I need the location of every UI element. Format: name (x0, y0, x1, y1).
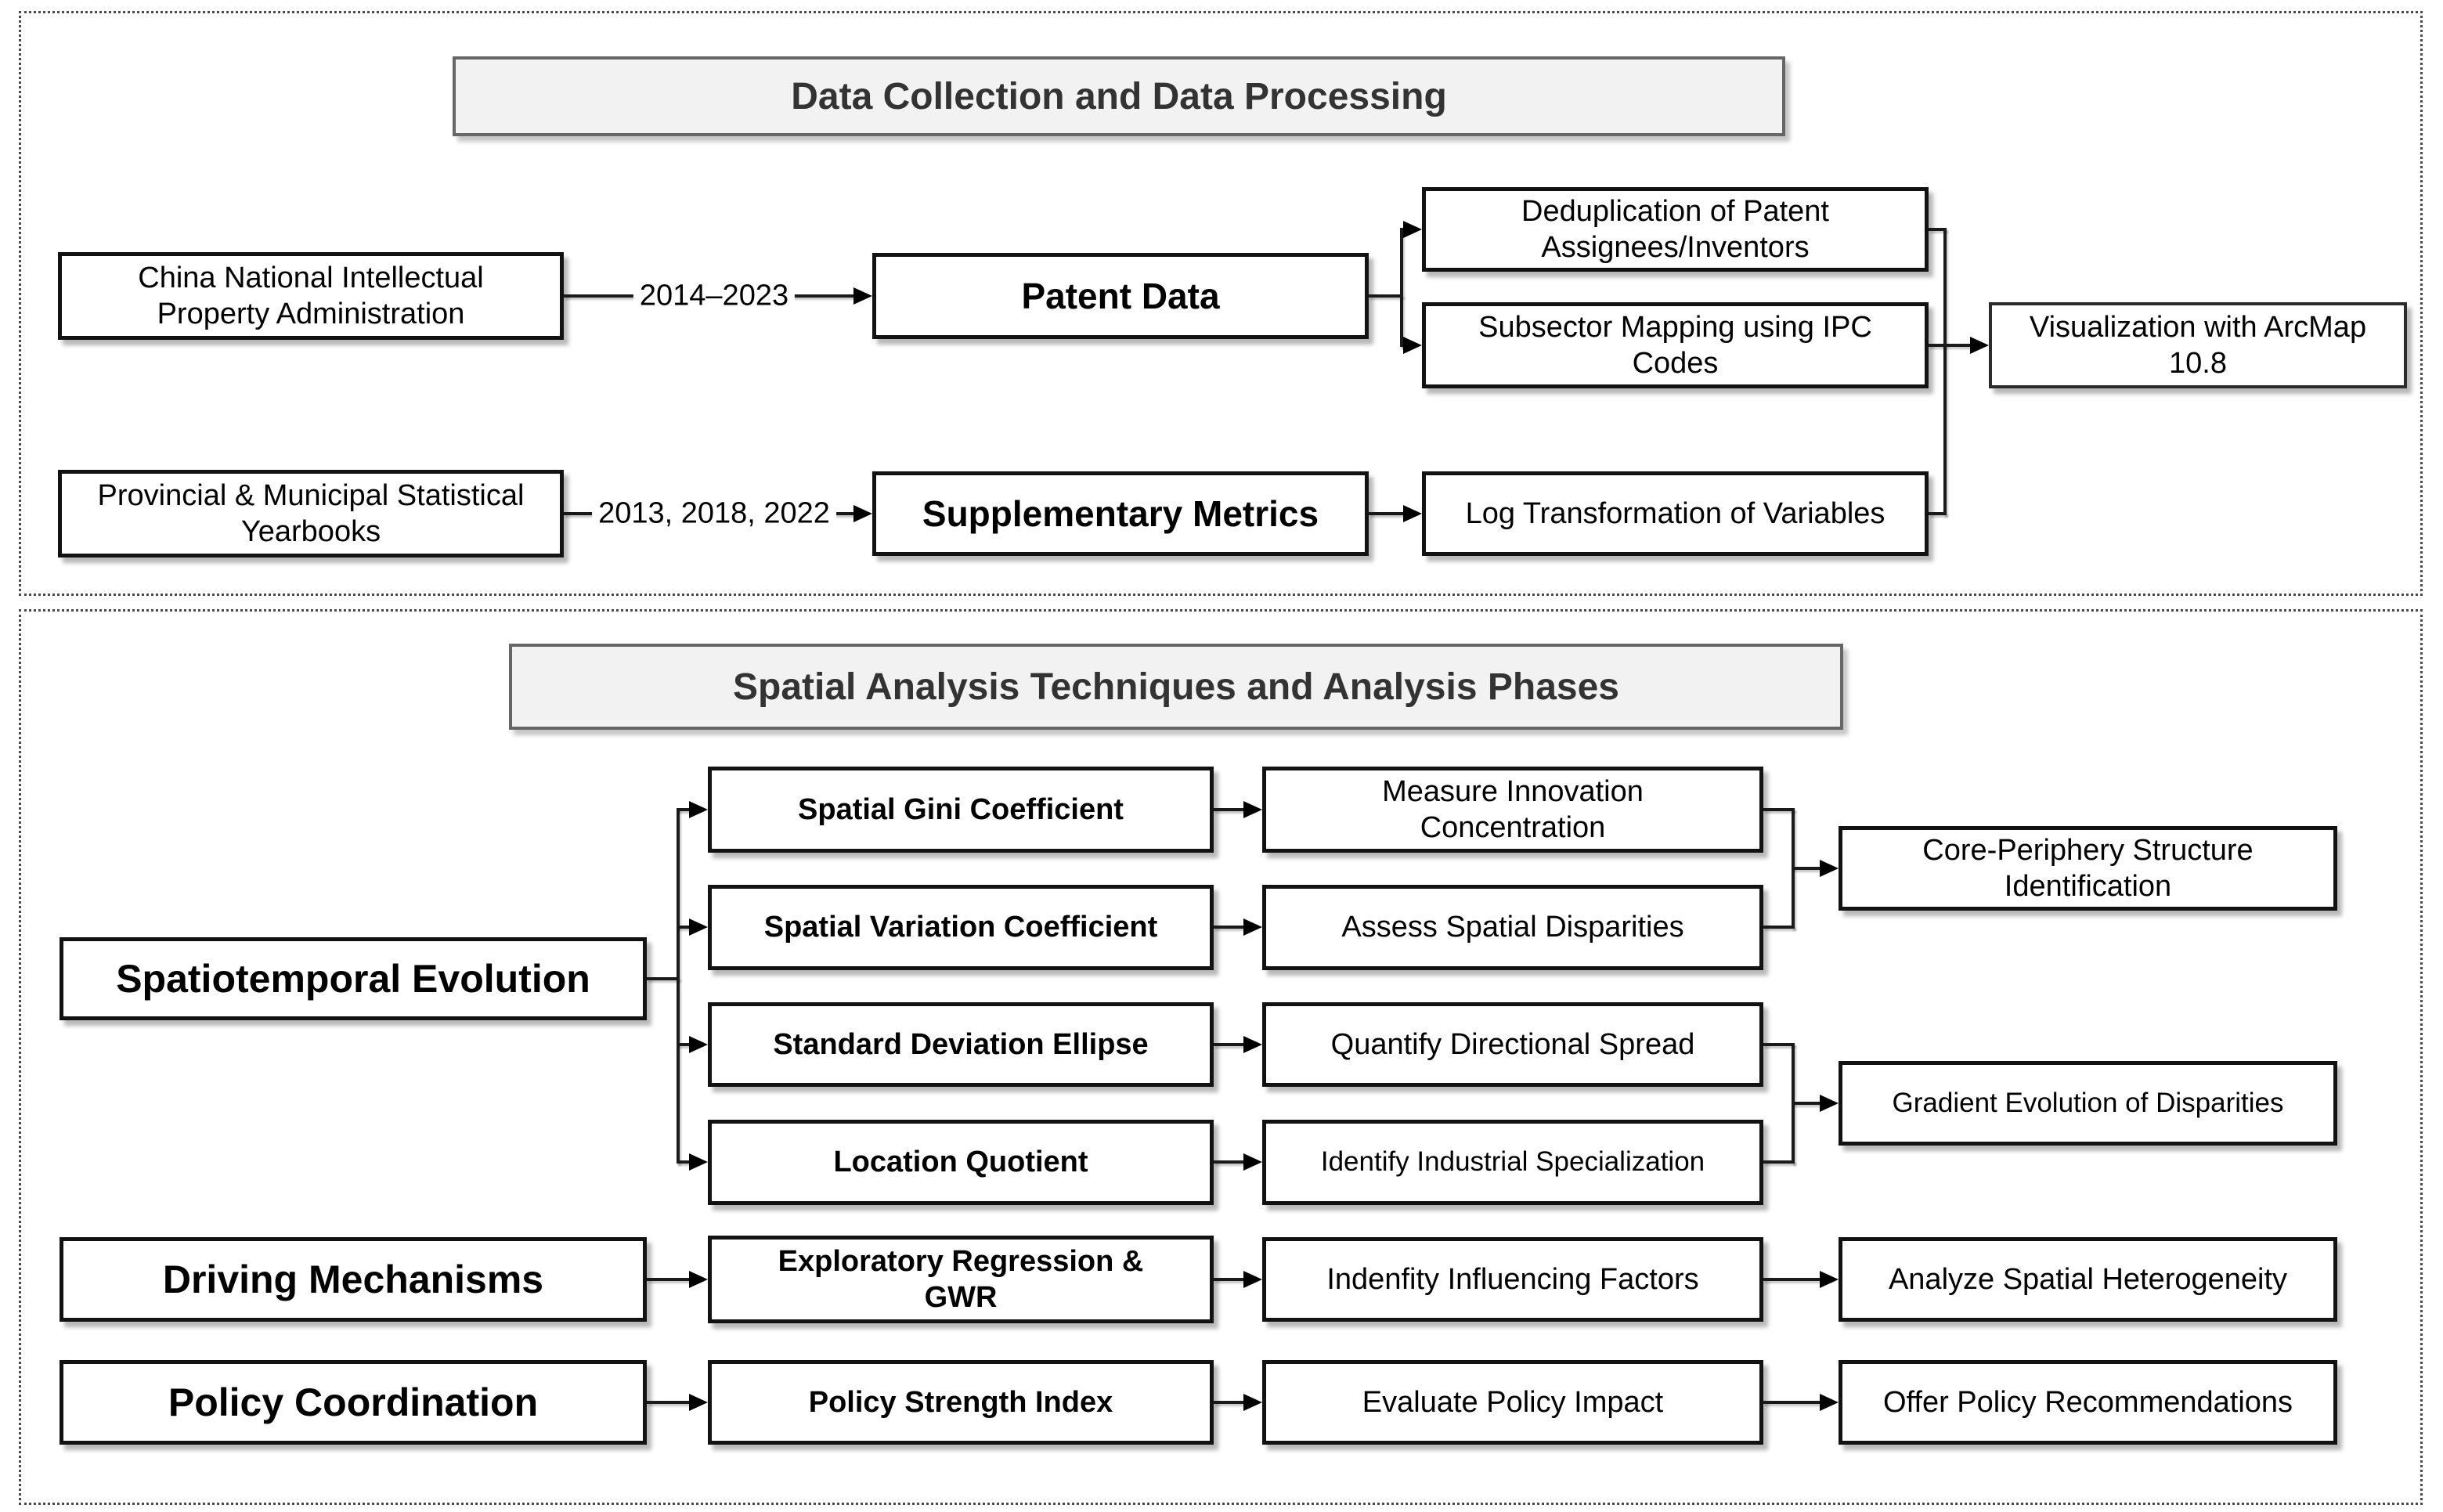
edge-regression-indenfity (1214, 1278, 1245, 1281)
edge-driving-regression (647, 1278, 691, 1281)
arrowhead (1243, 918, 1262, 936)
node-assess-disparities: Assess Spatial Disparities (1262, 885, 1763, 970)
edge-spatevol-branch (647, 977, 680, 980)
arrowhead (853, 505, 872, 522)
edge-supp-log (1369, 512, 1406, 515)
edge-merge-gradient (1792, 1102, 1821, 1105)
edge-strength-evaluate (1214, 1401, 1245, 1404)
node-visualization-arcmap: Visualization with ArcMap 10.8 (1989, 302, 2407, 388)
edge-quotient-identify (1214, 1160, 1245, 1164)
node-std-deviation-ellipse: Standard Deviation Ellipse (708, 1002, 1214, 1087)
edge-identify-merge (1763, 1160, 1795, 1164)
arrowhead (1403, 337, 1422, 354)
edge-subsector-viz (1929, 344, 1972, 347)
section-data-collection-frame (19, 11, 2423, 596)
arrowhead (689, 1394, 708, 1411)
edge-dedup-merge (1929, 228, 1947, 231)
branch-line-spatevol (677, 808, 680, 1164)
node-indenfity-factors: Indenfity Influencing Factors (1262, 1237, 1763, 1322)
merge-line-processing (1943, 228, 1947, 515)
section2-title: Spatial Analysis Techniques and Analysis… (509, 644, 1843, 730)
edge-branch-gini (677, 808, 689, 811)
edge-label-patent-years: 2014–2023 (633, 277, 796, 315)
arrowhead (1243, 1271, 1262, 1288)
edge-branch-quotient (677, 1160, 689, 1164)
section1-title: Data Collection and Data Processing (453, 56, 1785, 136)
arrowhead (689, 918, 708, 936)
arrowhead (1243, 1036, 1262, 1053)
arrowhead (1820, 1095, 1839, 1112)
arrowhead (1403, 505, 1422, 522)
arrowhead (1243, 1394, 1262, 1411)
arrowhead (1403, 221, 1422, 238)
arrowhead (1243, 801, 1262, 818)
node-gradient-evolution: Gradient Evolution of Disparities (1839, 1061, 2337, 1146)
edge-log-merge (1929, 512, 1947, 515)
node-subsector-mapping: Subsector Mapping using IPC Codes (1422, 302, 1929, 388)
section-spatial-analysis-frame (19, 609, 2423, 1505)
edge-label-yearbook-years: 2013, 2018, 2022 (592, 495, 836, 532)
arrowhead (689, 1153, 708, 1171)
edge-branch-ellipse (677, 1043, 689, 1046)
edge-gini-measure (1214, 808, 1245, 811)
node-exploratory-regression: Exploratory Regression & GWR (708, 1236, 1214, 1323)
edge-ellipse-quantify (1214, 1043, 1245, 1046)
node-analyze-heterogeneity: Analyze Spatial Heterogeneity (1839, 1237, 2337, 1322)
node-measure-concentration: Measure Innovation Concentration (1262, 767, 1763, 853)
node-offer-recommendations: Offer Policy Recommendations (1839, 1360, 2337, 1445)
edge-branch-variation (677, 926, 689, 929)
node-spatial-gini: Spatial Gini Coefficient (708, 767, 1214, 853)
edge-merge-coreperiphery (1792, 867, 1821, 870)
edge-indenfity-analyze (1763, 1278, 1821, 1281)
arrowhead (1820, 860, 1839, 877)
arrowhead (1970, 337, 1989, 354)
edge-policy-strength (647, 1401, 691, 1404)
edge-evaluate-offer (1763, 1401, 1821, 1404)
node-patent-data: Patent Data (872, 253, 1369, 339)
node-deduplication: Deduplication of Patent Assignees/Invent… (1422, 187, 1929, 272)
arrowhead (1820, 1394, 1839, 1411)
arrowhead (689, 801, 708, 818)
arrowhead (689, 1036, 708, 1053)
edge-quantify-merge (1763, 1043, 1795, 1046)
edge-patent-branch (1369, 294, 1403, 298)
branch-line-patent (1400, 228, 1403, 347)
node-policy-strength-index: Policy Strength Index (708, 1360, 1214, 1445)
arrowhead (1820, 1271, 1839, 1288)
arrowhead (1243, 1153, 1262, 1171)
node-spatiotemporal-evolution: Spatiotemporal Evolution (60, 937, 647, 1020)
node-driving-mechanisms: Driving Mechanisms (60, 1237, 647, 1322)
node-identify-specialization: Identify Industrial Specialization (1262, 1120, 1763, 1205)
node-location-quotient: Location Quotient (708, 1120, 1214, 1205)
node-cnipa: China National Intellectual Property Adm… (58, 252, 564, 340)
edge-measure-merge (1763, 808, 1795, 811)
node-quantify-spread: Quantify Directional Spread (1262, 1002, 1763, 1087)
edge-variation-assess (1214, 926, 1245, 929)
node-log-transformation: Log Transformation of Variables (1422, 471, 1929, 556)
node-policy-coordination: Policy Coordination (60, 1360, 647, 1445)
arrowhead (689, 1271, 708, 1288)
node-evaluate-policy-impact: Evaluate Policy Impact (1262, 1360, 1763, 1445)
edge-assess-merge (1763, 926, 1795, 929)
node-core-periphery: Core-Periphery Structure Identification (1839, 826, 2337, 911)
arrowhead (853, 287, 872, 305)
node-spatial-variation: Spatial Variation Coefficient (708, 885, 1214, 970)
node-provincial-yearbooks: Provincial & Municipal Statistical Yearb… (58, 470, 564, 558)
node-supplementary-metrics: Supplementary Metrics (872, 471, 1369, 556)
